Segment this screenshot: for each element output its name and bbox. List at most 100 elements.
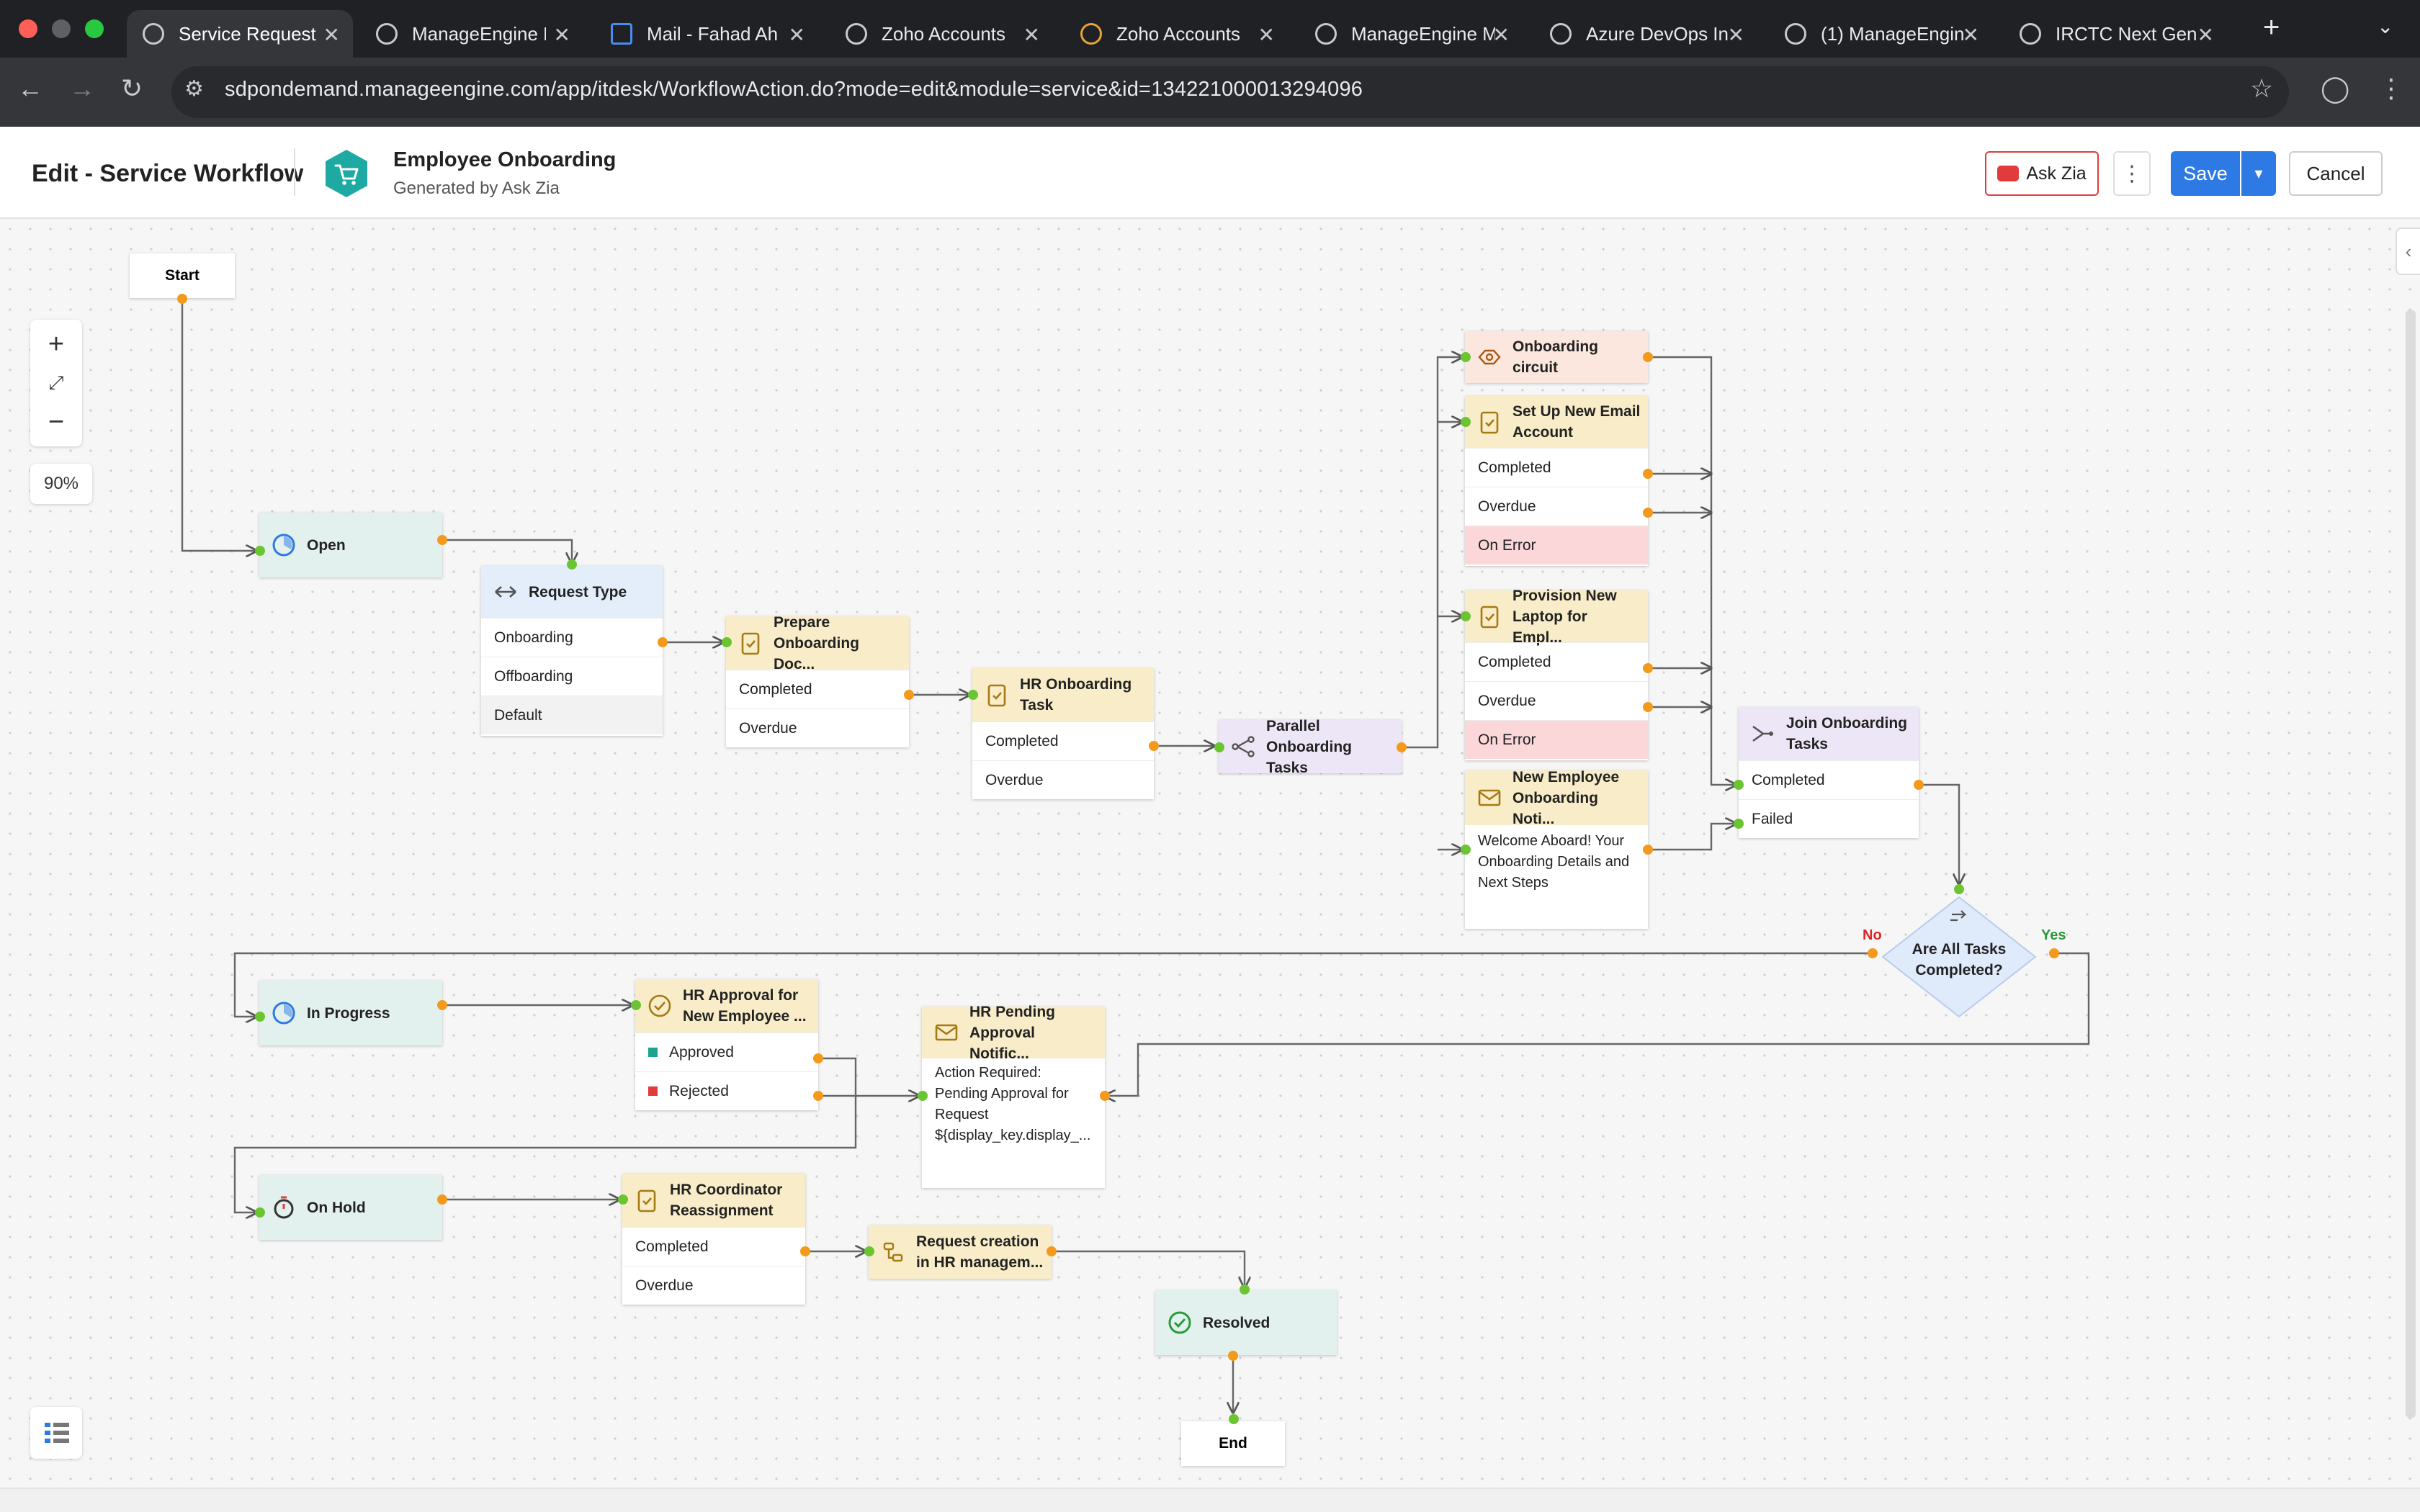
option-row[interactable]: Offboarding — [481, 657, 663, 696]
new-tab-button[interactable]: + — [2263, 12, 2280, 43]
outcome-row[interactable]: Completed — [1739, 760, 1919, 799]
more-options-icon[interactable]: ⋮ — [2113, 151, 2151, 196]
status-node-open[interactable]: Open — [259, 513, 442, 577]
browser-tab[interactable]: IRCTC Next Gen ✕ — [2004, 10, 2227, 58]
output-port[interactable] — [1643, 663, 1653, 673]
outcome-row[interactable]: Overdue — [1465, 487, 1648, 526]
error-outcome-row[interactable]: On Error — [1465, 720, 1648, 759]
input-port[interactable] — [918, 1091, 928, 1101]
outcome-row[interactable]: Completed — [1465, 448, 1648, 487]
output-port[interactable] — [1643, 702, 1653, 712]
input-port[interactable] — [631, 1000, 641, 1010]
input-port[interactable] — [1954, 884, 1964, 894]
minimize-window-button[interactable] — [52, 19, 71, 38]
output-port[interactable] — [904, 690, 914, 700]
request-creation-node[interactable]: Request creation in HR managem... — [869, 1225, 1052, 1279]
save-dropdown-chevron-icon[interactable]: ▾ — [2241, 151, 2276, 196]
output-port[interactable] — [800, 1246, 810, 1256]
browser-tab[interactable]: Azure DevOps In ✕ — [1534, 10, 1757, 58]
browser-tab[interactable]: Zoho Accounts ✕ — [1065, 10, 1288, 58]
output-port[interactable] — [1149, 741, 1159, 751]
output-port[interactable] — [177, 294, 187, 304]
hr-coordinator-task-node[interactable]: HR Coordinator Reassignment Completed Ov… — [622, 1174, 805, 1305]
browser-tab[interactable]: Service Request ✕ — [127, 10, 353, 58]
prepare-docs-task-node[interactable]: Prepare Onboarding Doc... Completed Over… — [726, 614, 909, 747]
outcome-row[interactable]: Overdue — [972, 760, 1154, 799]
output-port[interactable] — [1228, 1351, 1238, 1361]
tab-close-icon[interactable]: ✕ — [553, 24, 570, 46]
output-port[interactable] — [1914, 780, 1924, 790]
zoom-out-icon[interactable]: − — [48, 406, 65, 437]
output-port[interactable] — [813, 1091, 823, 1101]
input-port[interactable] — [1214, 742, 1224, 752]
new-employee-notification-node[interactable]: New Employee Onboarding Noti... Welcome … — [1465, 769, 1648, 929]
status-node-on-hold[interactable]: On Hold — [259, 1175, 442, 1240]
input-port[interactable] — [1461, 611, 1471, 621]
maximize-window-button[interactable] — [85, 19, 104, 38]
laptop-task-node[interactable]: Provision New Laptop for Empl... Complet… — [1465, 588, 1648, 760]
output-port[interactable] — [437, 535, 447, 545]
outcome-row[interactable]: Failed — [1739, 799, 1919, 838]
end-node[interactable]: End — [1181, 1421, 1285, 1466]
input-port[interactable] — [1240, 1284, 1250, 1295]
profile-icon[interactable]: ◯ — [2321, 73, 2350, 103]
outcome-row[interactable]: Completed — [972, 721, 1154, 760]
cancel-button[interactable]: Cancel — [2289, 151, 2383, 196]
onboarding-circuit-node[interactable]: Onboarding circuit — [1465, 331, 1648, 383]
collapse-panel-chevron-icon[interactable]: ‹ — [2396, 228, 2420, 275]
outcome-row[interactable]: Approved — [635, 1032, 818, 1071]
tab-close-icon[interactable]: ✕ — [1962, 24, 1979, 46]
tab-close-icon[interactable]: ✕ — [1492, 24, 1510, 46]
output-port[interactable] — [1100, 1091, 1110, 1101]
input-port[interactable] — [1461, 845, 1471, 855]
input-port[interactable] — [1734, 780, 1744, 790]
input-port[interactable] — [968, 690, 978, 700]
ask-zia-button[interactable]: Ask Zia — [1985, 151, 2099, 196]
status-node-in-progress[interactable]: In Progress — [259, 981, 442, 1045]
browser-tab[interactable]: (1) ManageEngin ✕ — [1769, 10, 1992, 58]
output-port[interactable] — [1643, 352, 1653, 362]
outcome-row[interactable]: Overdue — [1465, 681, 1648, 720]
output-port[interactable] — [1643, 508, 1653, 518]
outcome-row[interactable]: Completed — [622, 1227, 805, 1266]
canvas-scrollbar[interactable] — [2406, 310, 2416, 1418]
reload-icon[interactable]: ↻ — [121, 73, 143, 103]
outcome-row[interactable]: Overdue — [622, 1266, 805, 1305]
option-row[interactable]: Default — [481, 696, 663, 734]
error-outcome-row[interactable]: On Error — [1465, 526, 1648, 564]
parallel-node[interactable]: Parallel Onboarding Tasks — [1219, 718, 1402, 776]
input-port[interactable] — [1461, 352, 1471, 362]
option-row[interactable]: Onboarding — [481, 618, 663, 657]
input-port[interactable] — [567, 559, 577, 570]
input-port[interactable] — [255, 546, 265, 556]
no-output-port[interactable] — [1868, 948, 1878, 958]
join-node[interactable]: Join Onboarding Tasks Completed Failed — [1739, 707, 1919, 838]
tab-close-icon[interactable]: ✕ — [1258, 24, 1275, 46]
browser-tab[interactable]: Zoho Accounts ✕ — [830, 10, 1053, 58]
request-type-node[interactable]: Request Type Onboarding Offboarding Defa… — [481, 566, 663, 736]
input-port[interactable] — [1229, 1414, 1239, 1424]
legend-list-icon[interactable] — [30, 1407, 82, 1459]
input-port[interactable] — [864, 1246, 874, 1256]
input-port[interactable] — [255, 1207, 265, 1218]
email-account-task-node[interactable]: Set Up New Email Account Completed Overd… — [1465, 396, 1648, 566]
input-port[interactable] — [255, 1012, 265, 1022]
back-arrow-icon[interactable]: ← — [17, 73, 43, 103]
save-button[interactable]: Save — [2171, 151, 2240, 196]
outcome-row[interactable]: Rejected — [635, 1071, 818, 1110]
tasks-completed-decision-node[interactable] — [1880, 894, 2038, 1020]
url-text[interactable]: sdpondemand.manageengine.com/app/itdesk/… — [225, 78, 1363, 101]
input-port[interactable] — [1461, 417, 1471, 427]
zoom-in-icon[interactable]: + — [48, 328, 65, 359]
fit-to-screen-icon[interactable]: ⤢ — [48, 372, 64, 393]
hr-onboarding-task-node[interactable]: HR Onboarding Task Completed Overdue — [972, 668, 1154, 799]
output-port[interactable] — [1397, 742, 1407, 752]
start-node[interactable]: Start — [130, 253, 235, 298]
tab-close-icon[interactable]: ✕ — [788, 24, 805, 46]
outcome-row[interactable]: Overdue — [726, 708, 909, 747]
forward-arrow-icon[interactable]: → — [69, 73, 95, 103]
tab-close-icon[interactable]: ✕ — [1023, 24, 1040, 46]
bookmark-star-icon[interactable]: ☆ — [2250, 73, 2274, 103]
browser-tab[interactable]: ManageEngine M ✕ — [1299, 10, 1523, 58]
hr-approval-node[interactable]: HR Approval for New Employee ... Approve… — [635, 979, 818, 1110]
